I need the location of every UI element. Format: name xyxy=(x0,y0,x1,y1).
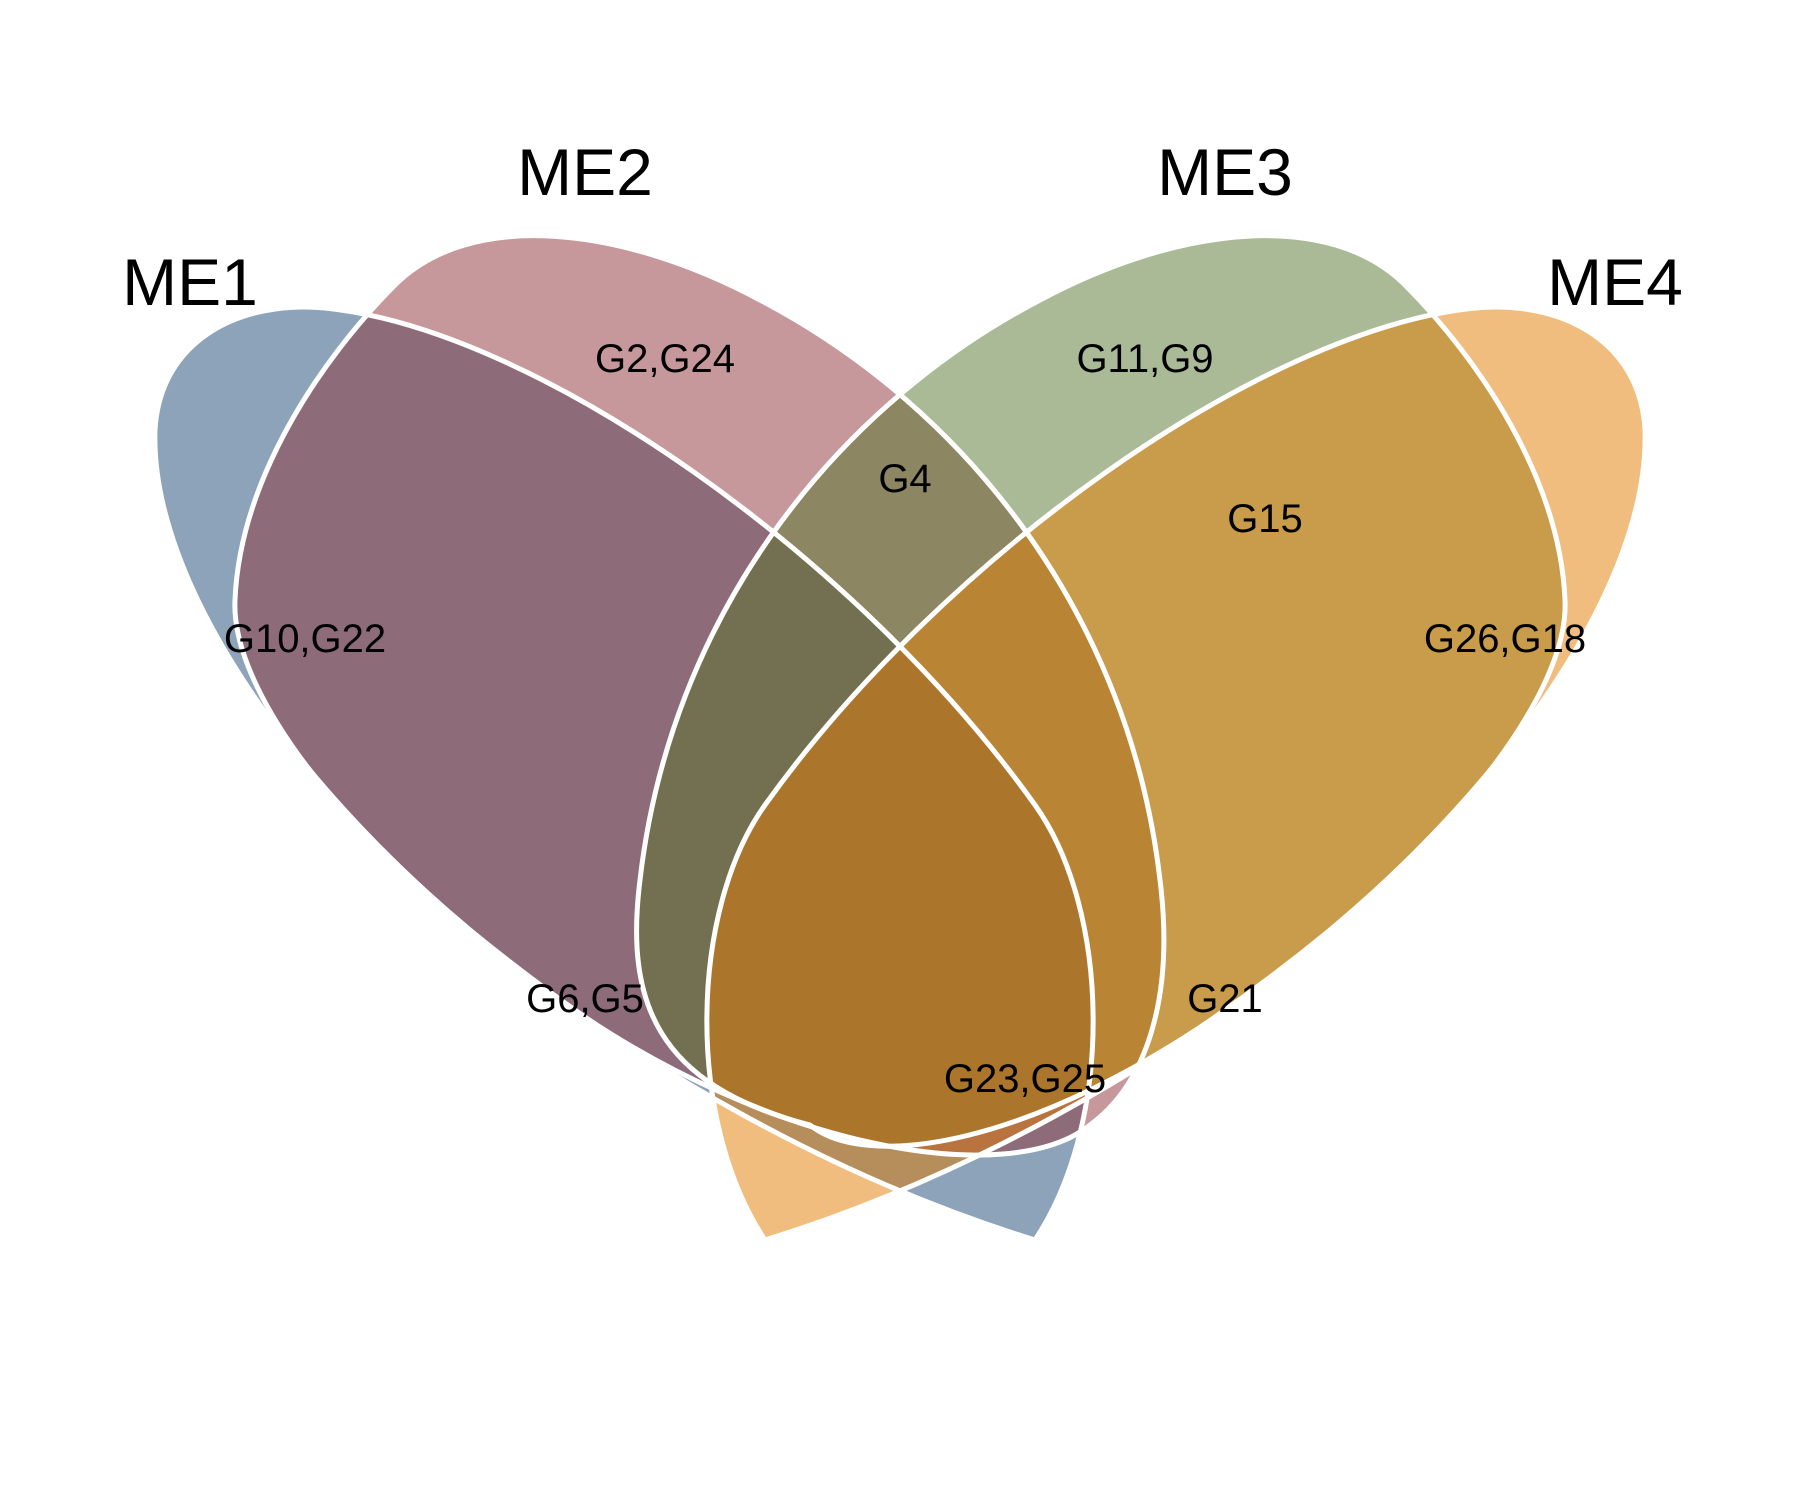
region-label-me2-me3: G4 xyxy=(878,457,931,501)
set-label-me4: ME4 xyxy=(1547,245,1683,319)
region-label-me1-me3: G6,G5 xyxy=(526,977,644,1021)
region-label-me1-only: G10,G22 xyxy=(224,617,386,661)
set-label-me2: ME2 xyxy=(517,135,653,209)
region-label-me2-only: G2,G24 xyxy=(595,337,735,381)
set-me2-outline xyxy=(232,233,1167,1158)
region-label-me3-me4: G15 xyxy=(1227,497,1303,541)
overlap-group-all-b xyxy=(706,307,1094,1147)
region-label-me1-me2-me4: G23,G25 xyxy=(944,1057,1106,1101)
set-label-me1: ME1 xyxy=(122,245,258,319)
region-label-me3-only: G11,G9 xyxy=(1076,337,1213,381)
region-label-me2-me4: G21 xyxy=(1187,977,1263,1021)
overlap-all-four xyxy=(706,307,1094,1147)
venn-shapes xyxy=(152,233,1648,1243)
overlap-group-all-a xyxy=(706,307,1094,1147)
set-label-me3: ME3 xyxy=(1157,135,1293,209)
region-label-me4-only: G26,G18 xyxy=(1424,617,1586,661)
set-me4-outline xyxy=(704,304,1648,1243)
